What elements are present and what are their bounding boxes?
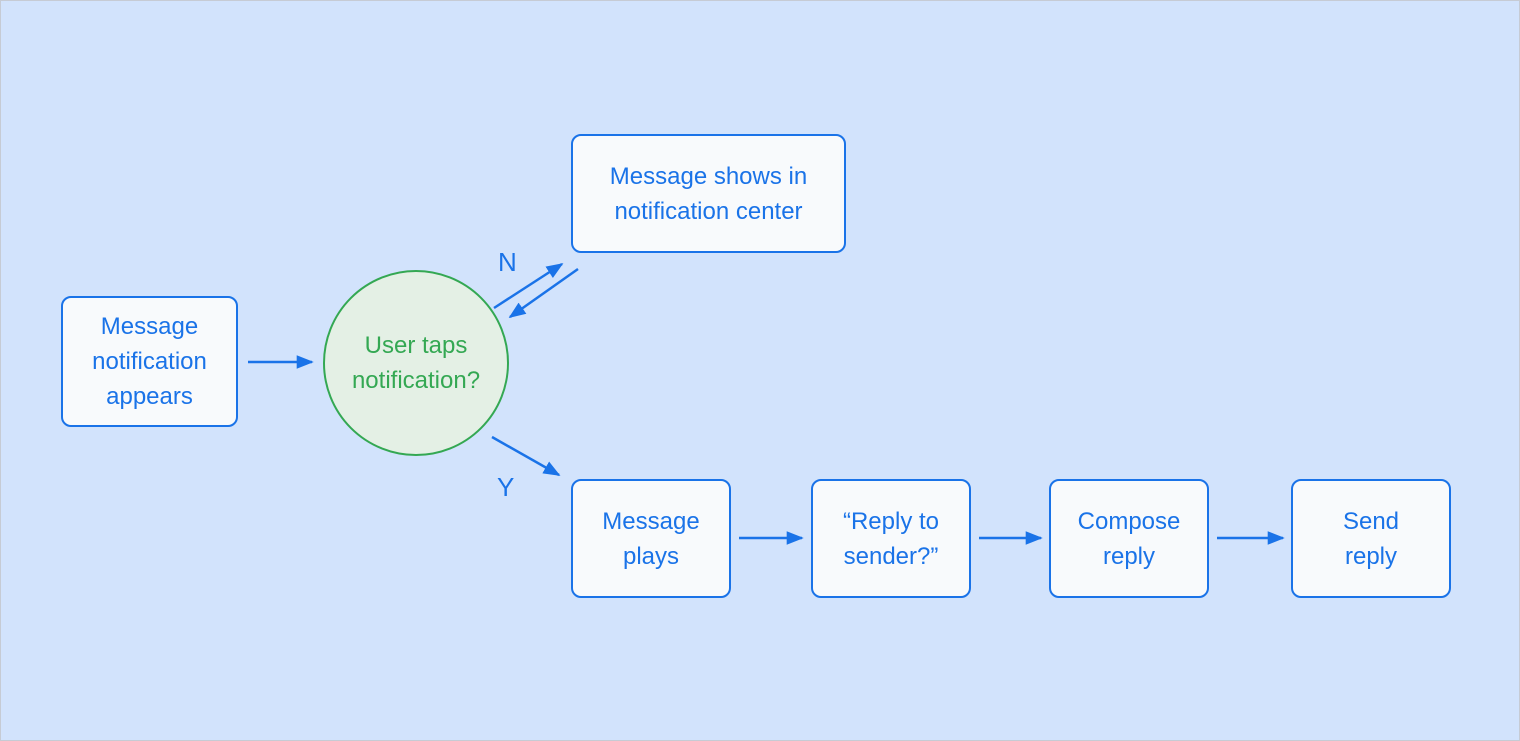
edge-label-yes: Y <box>497 472 515 502</box>
node-message-shows-in-notification-center: Message shows in notification center <box>571 134 846 253</box>
node-user-taps-notification-decision: User taps notification? <box>323 270 509 456</box>
edge-label-no: N <box>498 247 517 277</box>
node-send-reply: Send reply <box>1291 479 1451 598</box>
edge-notification-center-to-decision <box>508 267 579 319</box>
node-compose-reply: Compose reply <box>1049 479 1209 598</box>
edge-decision-to-message-plays <box>491 435 561 477</box>
node-message-notification-appears: Message notification appears <box>61 296 238 427</box>
node-message-plays: Message plays <box>571 479 731 598</box>
node-reply-to-sender-prompt: “Reply to sender?” <box>811 479 971 598</box>
